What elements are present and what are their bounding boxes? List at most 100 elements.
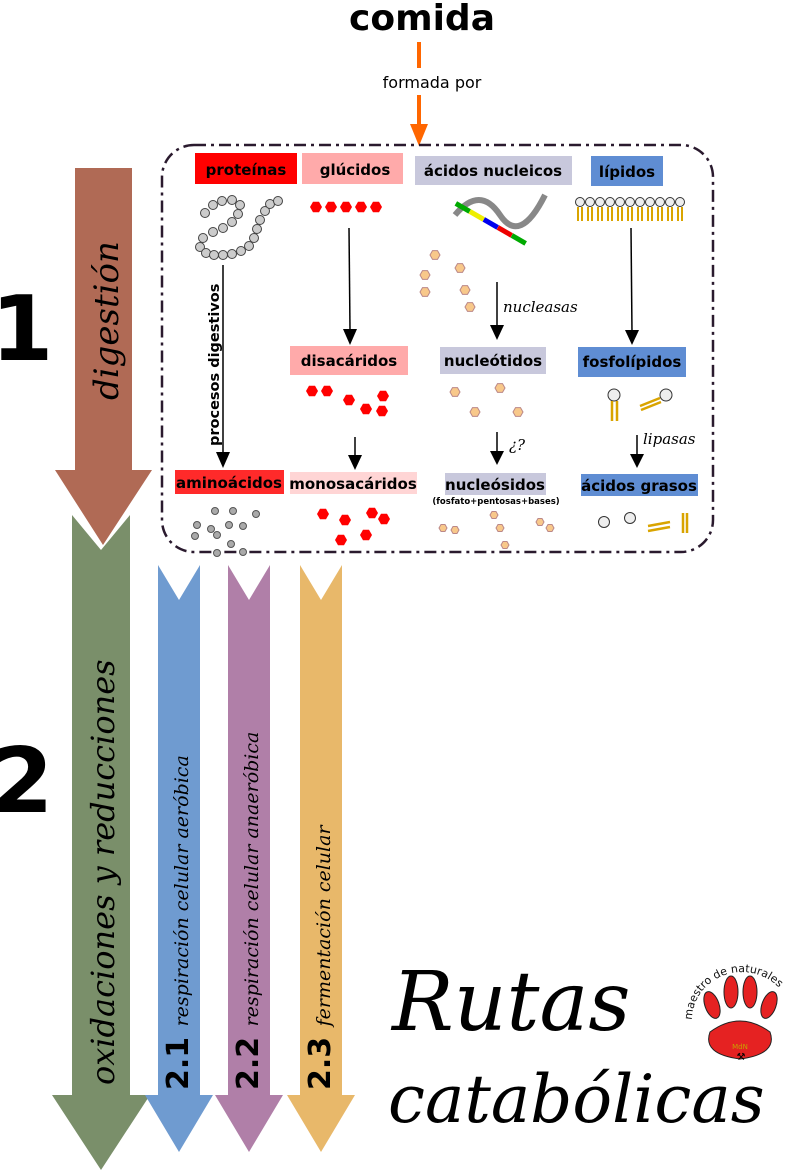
amino-acids-label: aminoácidos xyxy=(176,474,282,492)
digestion-arrow xyxy=(55,168,152,545)
monosaccharide-hexagon xyxy=(335,534,347,546)
amino-acid-dot xyxy=(225,521,233,529)
nucleoside-piece xyxy=(438,524,448,532)
phospholipid-tail xyxy=(639,396,662,412)
nucleoside-piece xyxy=(545,524,555,532)
amino-acid-dot xyxy=(252,510,260,518)
phospholipid-head xyxy=(665,197,675,207)
monosaccharide-hexagon xyxy=(339,514,351,526)
amino-acid-dot xyxy=(211,507,219,515)
question-label: ¿? xyxy=(509,436,526,454)
amino-acid-dot xyxy=(229,507,237,515)
proteins-label-bg xyxy=(195,153,297,184)
arrow-heads xyxy=(216,325,644,470)
paw-icon xyxy=(708,1020,772,1060)
phospholipid-head xyxy=(635,197,645,207)
nucleosides-note: (fosfato+pentosas+bases) xyxy=(432,497,559,507)
amino-acid-bead xyxy=(227,217,237,227)
phospholipid-tail xyxy=(577,207,583,221)
disaccharide-hexagon xyxy=(343,394,355,406)
monosaccharides-label-bg xyxy=(290,472,417,494)
phospholipid-head xyxy=(575,197,585,207)
pickaxe-icon: ⚒ xyxy=(737,1052,746,1063)
fatty-acid-chain xyxy=(647,513,689,533)
phospholipid-head xyxy=(625,197,635,207)
monosaccharide-hexagon xyxy=(317,508,329,520)
oxidation-label: oxidaciones y reducciones xyxy=(84,659,122,1085)
nucleotide-pentagon xyxy=(429,250,441,260)
maestro-de-naturales-logo: MdN maestro de naturales ⚒ xyxy=(682,962,786,1063)
amino-acid-bead xyxy=(273,196,283,206)
amino-acid-dot xyxy=(227,540,235,548)
phospholipid-head xyxy=(655,197,665,207)
amino-acid-dot xyxy=(213,549,221,557)
nucleotide-pentagon xyxy=(419,270,431,280)
glucose-hexagon xyxy=(370,201,382,213)
arrow-head xyxy=(625,330,639,345)
phospholipid-head xyxy=(595,197,605,207)
nucleoside-piece xyxy=(495,524,505,532)
phospholipid-head xyxy=(615,197,625,207)
pathway-number: 2.3 xyxy=(303,1026,338,1090)
dna-base-pair xyxy=(510,233,527,246)
pathway-label-1: 2.1 respiración celular aeróbica xyxy=(161,755,196,1090)
proteins-label: proteínas xyxy=(206,161,287,179)
nucleotide-pentagon xyxy=(419,287,431,297)
phospholipid-head xyxy=(659,388,673,402)
phospholipid-head xyxy=(607,388,621,402)
phospholipid-tail xyxy=(617,207,623,221)
glycerol-circle xyxy=(624,512,636,524)
glucids-arrow xyxy=(348,227,351,331)
amino-acid-bead xyxy=(227,249,237,259)
phospholipid-tail xyxy=(657,207,663,221)
phospholipid-head xyxy=(605,197,615,207)
pathway-name: fermentación celular xyxy=(313,824,335,1029)
arrow-head xyxy=(343,329,357,345)
monosaccharide-hexagon xyxy=(378,513,390,525)
phospholipid-head xyxy=(645,197,655,207)
logo-inner-text: MdN xyxy=(732,1043,748,1051)
nucleotide-pentagon xyxy=(464,302,476,312)
amino-acid-bead xyxy=(209,250,219,260)
amino-acid-dot xyxy=(239,522,247,530)
paw-toe-icon xyxy=(742,975,758,1009)
amino-acid-bead xyxy=(249,233,259,243)
flow-arrows xyxy=(222,227,638,458)
title-catabolicas: catabólicas xyxy=(388,1061,765,1138)
phospholipid-tail xyxy=(677,207,683,221)
nucleotide-pentagon xyxy=(449,387,461,397)
amino-acid-dot xyxy=(239,548,247,556)
pathway-label-2: 2.2 respiración celular anaeróbica xyxy=(231,732,266,1090)
monosaccharide-hexagon xyxy=(366,507,378,519)
disaccharide-hexagon xyxy=(377,390,389,402)
molecule-illustrations xyxy=(191,193,689,557)
oxidation-arrow xyxy=(52,515,150,1170)
nucleotide-pentagon xyxy=(512,407,524,417)
digestion-label: digestión xyxy=(87,241,127,400)
amino-acid-dot xyxy=(193,521,201,529)
amino-acid-bead xyxy=(217,196,227,206)
pathway-number: 2.1 xyxy=(161,1026,196,1090)
lipids-label: lípidos xyxy=(599,163,655,181)
nucleoside-piece xyxy=(450,526,460,534)
paw-toe-icon xyxy=(703,991,721,1019)
dna-base-pair xyxy=(454,201,471,214)
phospholipid-tail xyxy=(610,401,619,421)
amino-acid-dot xyxy=(213,531,221,539)
nucleotide-pentagon xyxy=(469,407,481,417)
paw-toe-icon xyxy=(723,975,739,1009)
amino-acid-bead xyxy=(227,195,237,205)
amino-acid-bead xyxy=(218,250,228,260)
pathway-name: respiración celular anaeróbica xyxy=(241,732,263,1027)
disaccharides-label: disacáridos xyxy=(301,352,398,370)
disaccharide-hexagon xyxy=(306,385,318,397)
digestive-processes-label: procesos digestivos xyxy=(207,284,223,446)
pathway-name: respiración celular aeróbica xyxy=(171,755,193,1026)
disaccharides-label-bg xyxy=(290,346,408,375)
lipases-label: lipasas xyxy=(643,430,696,448)
amino-acid-bead xyxy=(244,241,254,251)
phospholipid-tail xyxy=(647,207,653,221)
arrow-head xyxy=(630,454,644,468)
